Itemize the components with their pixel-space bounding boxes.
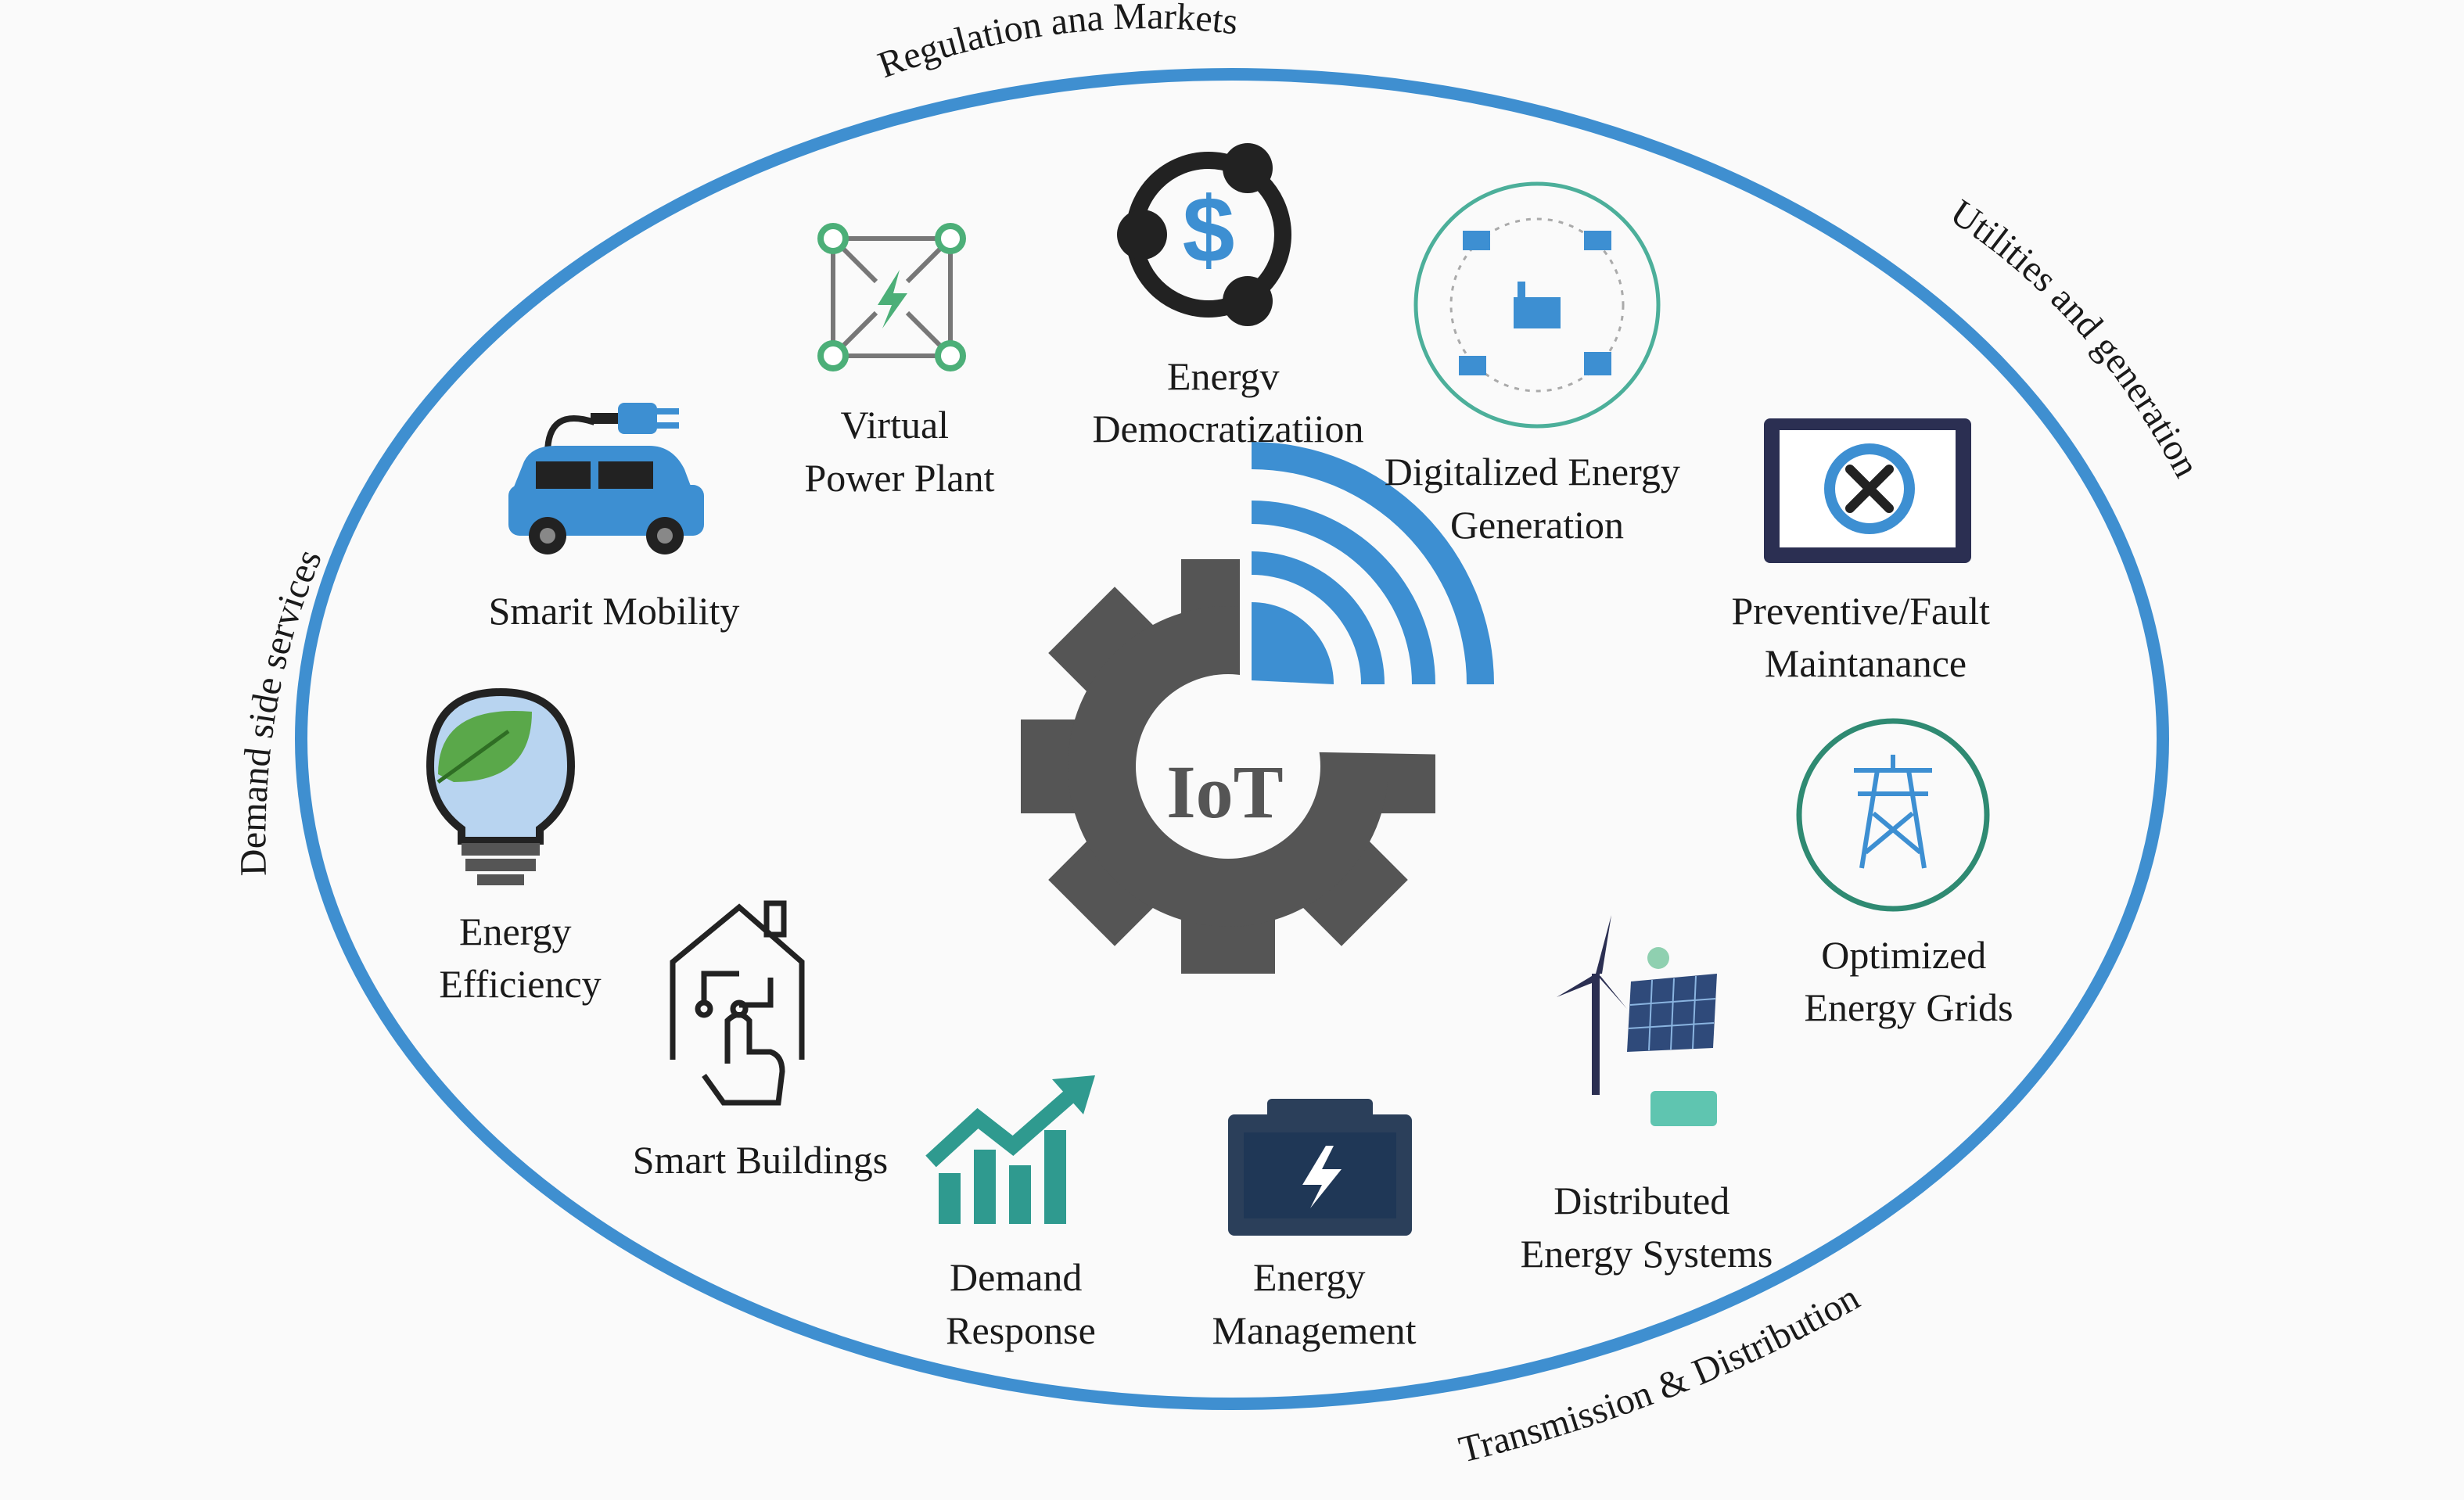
label-virtual-power-plant: Virtual Power Plant [804, 403, 994, 500]
iot-label: IoT [1166, 750, 1283, 834]
label-optimized-energy-grids: Optimized Energy Grids [1804, 933, 2013, 1029]
network-bolt-icon [817, 223, 966, 371]
label-energy-management: Energy Management [1212, 1255, 1416, 1352]
car-plug-icon [508, 403, 704, 554]
power-tower-icon [1796, 718, 1990, 912]
label-energy-efficiency: Energy Efficiency [439, 910, 601, 1006]
svg-text:$: $ [1183, 178, 1235, 282]
building-circuit-hand-icon [670, 900, 805, 1106]
label-preventive-maintenance: Preventive/Fault Maintanance [1732, 589, 2000, 685]
label-energy-democratization: Energv Democratizatiion [1092, 354, 1363, 450]
bar-chart-arrow-icon [925, 1075, 1095, 1224]
tablet-tools-icon [1764, 418, 1971, 563]
label-smart-buildings: Smart Buildings [633, 1138, 888, 1182]
outer-ellipse [295, 68, 2169, 1410]
label-demand-response: Demand Response [946, 1255, 1096, 1352]
label-distributed-energy-systems: Distributed Energy Systems [1521, 1179, 1773, 1276]
label-smart-mobility: Smarit Mobility [489, 589, 740, 633]
battery-bolt-icon [1228, 1099, 1412, 1236]
iot-gear-icon: IoT [1021, 442, 1494, 974]
leaf-bulb-icon [426, 687, 576, 885]
wind-solar-icon [1557, 915, 1717, 1126]
factory-network-icon [1413, 181, 1661, 429]
dollar-network-icon: $ [1117, 143, 1291, 326]
label-digitalized-energy-generation: Digitalized Energy Generation [1385, 450, 1690, 547]
